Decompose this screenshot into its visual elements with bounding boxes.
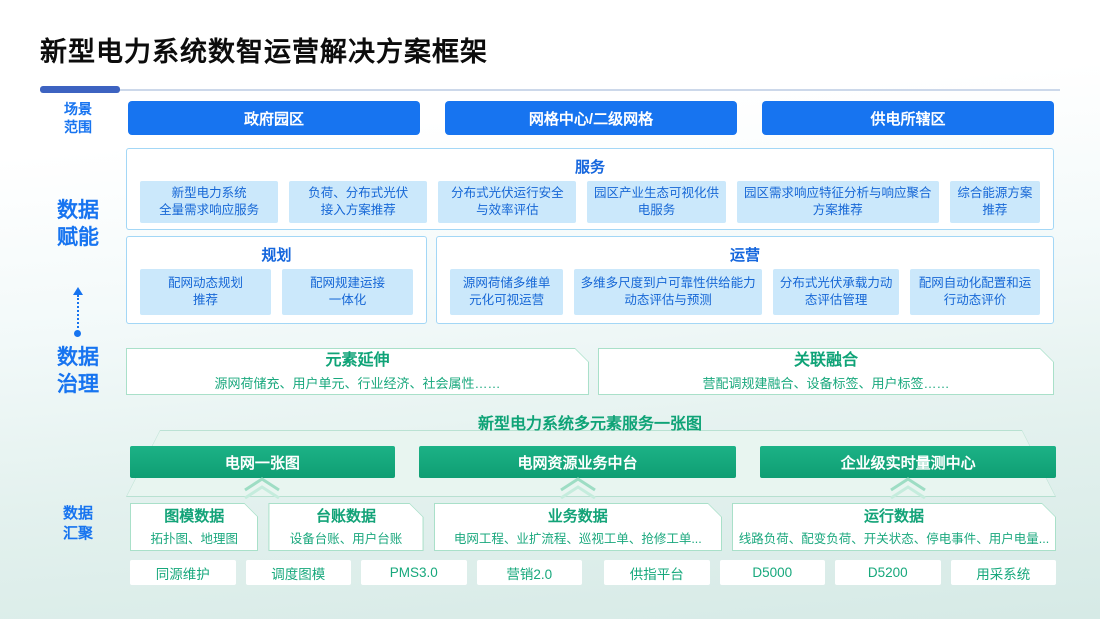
system-box: 调度图模 [245, 560, 351, 585]
data-box-ledger: 台账数据 设备台账、用户台账 [268, 503, 423, 551]
association-fusion-title: 关联融合 [793, 351, 858, 369]
arrow-head [73, 287, 83, 295]
service-cell: 分布式光伏运行安全 与效率评估 [438, 181, 577, 223]
data-box-business: 业务数据 电网工程、业扩流程、巡视工单、抢修工单... [434, 503, 722, 551]
service-cell: 园区产业生态可视化供 电服务 [587, 181, 726, 223]
data-box-graph-model: 图模数据 拓扑图、地理图 [130, 503, 258, 551]
service-cell: 园区需求响应特征分析与响应聚合 方案推荐 [736, 181, 939, 223]
system-box: D5000 [719, 560, 825, 585]
governance-row: 元素延伸 源网荷储充、用户单元、行业经济、社会属性…… 关联融合 营配调规建融合… [126, 348, 1054, 395]
sidebar-label-data-governance: 数据 治理 [57, 346, 99, 396]
sidebar-label-data-empowerment: 数据 赋能 [57, 199, 99, 249]
element-extension-title: 元素延伸 [325, 351, 390, 369]
one-map-title: 新型电力系统多元素服务一张图 [477, 416, 702, 433]
system-box: 同源维护 [130, 560, 236, 585]
system-box: PMS3.0 [361, 560, 467, 585]
data-box-inner: 台账数据 设备台账、用户台账 [269, 504, 422, 550]
data-box-title: 台账数据 [315, 507, 376, 525]
system-box: 营销2.0 [476, 560, 582, 585]
sidebar-label-data-aggregation: 数据 汇聚 [62, 505, 93, 542]
data-box-inner: 图模数据 拓扑图、地理图 [131, 504, 257, 550]
service-panel: 服务 新型电力系统 全量需求响应服务 负荷、分布式光伏 接入方案推荐 分布式光伏… [126, 148, 1054, 230]
title-underline-accent [40, 86, 120, 93]
planning-panel-title: 规划 [261, 247, 292, 264]
association-fusion-desc: 营配调规建融合、设备标签、用户标签…… [702, 376, 950, 392]
association-fusion-box: 关联融合 营配调规建融合、设备标签、用户标签…… [598, 348, 1054, 395]
data-box-desc: 电网工程、业扩流程、巡视工单、抢修工单... [453, 531, 702, 546]
data-box-title: 业务数据 [547, 507, 608, 525]
data-box-desc: 线路负荷、配变负荷、开关状态、停电事件、用户电量... [738, 531, 1050, 546]
operation-cell: 多维多尺度到户可靠性供给能力 动态评估与预测 [574, 269, 763, 315]
sidebar-label-scene-scope: 场景 范围 [64, 101, 92, 136]
data-box-title: 图模数据 [164, 507, 225, 525]
system-box: 用采系统 [950, 560, 1056, 585]
element-extension-desc: 源网荷储充、用户单元、行业经济、社会属性…… [214, 376, 501, 392]
element-extension-box: 元素延伸 源网荷储充、用户单元、行业经济、社会属性…… [126, 348, 589, 395]
planning-cell: 配网规建运接 一体化 [282, 269, 413, 315]
service-cells: 新型电力系统 全量需求响应服务 负荷、分布式光伏 接入方案推荐 分布式光伏运行安… [127, 181, 1053, 223]
data-box-desc: 拓扑图、地理图 [150, 531, 238, 546]
platform-button-enterprise-measurement-center: 企业级实时量测中心 [760, 446, 1056, 478]
scene-button-grid-center: 网格中心/二级网格 [445, 101, 737, 135]
data-box-operation: 运行数据 线路负荷、配变负荷、开关状态、停电事件、用户电量... [732, 503, 1056, 551]
platform-button-grid-resource-middle-platform: 电网资源业务中台 [418, 446, 737, 478]
data-boxes-row: 图模数据 拓扑图、地理图 台账数据 设备台账、用户台账 业务数据 电网工程、业扩… [130, 503, 1056, 551]
operation-cell: 配网自动化配置和运 行动态评价 [910, 269, 1041, 315]
data-box-title: 运行数据 [864, 507, 925, 525]
service-cell: 负荷、分布式光伏 接入方案推荐 [289, 181, 428, 223]
platform-button-grid-one-map: 电网一张图 [130, 446, 395, 478]
platform-chevrons [130, 477, 1056, 499]
data-box-desc: 设备台账、用户台账 [289, 531, 403, 546]
arrow-dot [74, 330, 81, 337]
data-box-inner: 运行数据 线路负荷、配变负荷、开关状态、停电事件、用户电量... [733, 504, 1055, 550]
system-box: 供指平台 [604, 560, 710, 585]
service-panel-title: 服务 [574, 159, 605, 176]
association-fusion-box-inner: 关联融合 营配调规建融合、设备标签、用户标签…… [599, 349, 1053, 394]
operation-cells: 源网荷储多维单 元化可视运营 多维多尺度到户可靠性供给能力 动态评估与预测 分布… [437, 269, 1053, 315]
service-cell: 新型电力系统 全量需求响应服务 [140, 181, 279, 223]
arrow-shaft [77, 295, 79, 328]
planning-operation-row: 规划 配网动态规划 推荐 配网规建运接 一体化 运营 源网荷储多维单 元化可视运… [126, 236, 1054, 324]
planning-cells: 配网动态规划 推荐 配网规建运接 一体化 [127, 269, 426, 315]
system-box: D5200 [835, 560, 941, 585]
scene-button-government-park: 政府园区 [128, 101, 420, 135]
chevron-up-icon [130, 477, 395, 499]
page-title: 新型电力系统数智运营解决方案框架 [40, 37, 488, 67]
element-extension-box-inner: 元素延伸 源网荷储充、用户单元、行业经济、社会属性…… [127, 349, 588, 394]
dashed-up-arrow-icon [71, 287, 85, 337]
planning-cell: 配网动态规划 推荐 [140, 269, 271, 315]
operation-panel-title: 运营 [729, 247, 760, 264]
operation-panel: 运营 源网荷储多维单 元化可视运营 多维多尺度到户可靠性供给能力 动态评估与预测… [436, 236, 1054, 324]
chevron-up-icon [760, 477, 1056, 499]
chevron-up-icon [419, 477, 737, 499]
service-cell: 综合能源方案 推荐 [949, 181, 1040, 223]
platform-row: 电网一张图 电网资源业务中台 企业级实时量测中心 [130, 446, 1056, 478]
source-systems-row: 同源维护 调度图模 PMS3.0 营销2.0 供指平台 D5000 D5200 … [130, 560, 1056, 585]
operation-cell: 分布式光伏承载力动 态评估管理 [773, 269, 900, 315]
operation-cell: 源网荷储多维单 元化可视运营 [450, 269, 564, 315]
data-box-inner: 业务数据 电网工程、业扩流程、巡视工单、抢修工单... [435, 504, 721, 550]
title-underline [40, 89, 1060, 91]
scene-scope-row: 政府园区 网格中心/二级网格 供电所辖区 [128, 101, 1054, 135]
scene-button-power-supply-area: 供电所辖区 [762, 101, 1054, 135]
planning-panel: 规划 配网动态规划 推荐 配网规建运接 一体化 [126, 236, 427, 324]
